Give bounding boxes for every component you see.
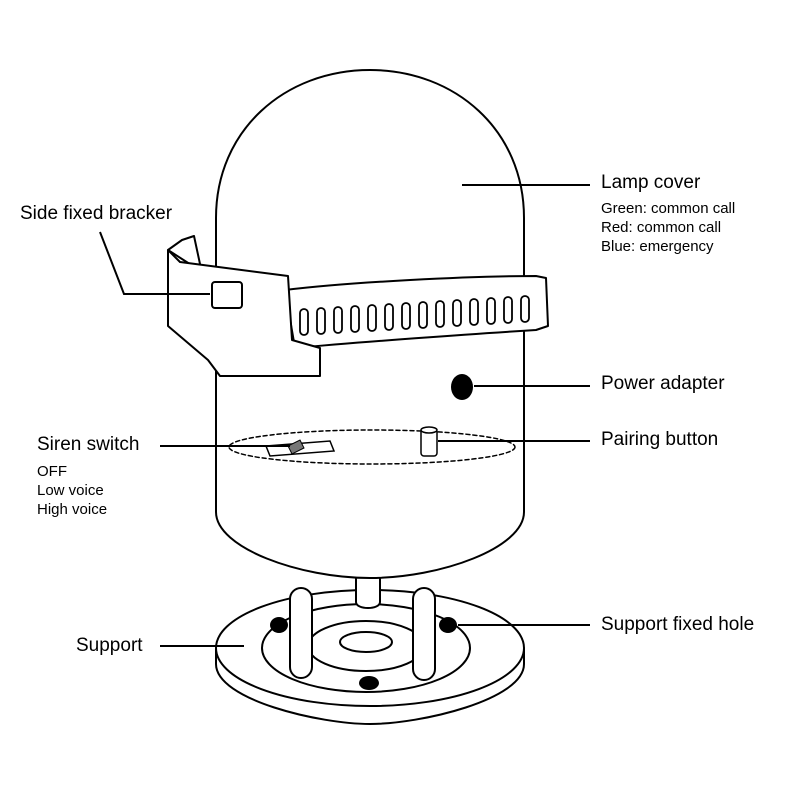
support-hole-right: [439, 617, 457, 633]
lamp-cover-label: Lamp cover: [601, 172, 701, 193]
siren-switch-label: Siren switch: [37, 434, 140, 455]
pairing-button-label: Pairing button: [601, 429, 719, 450]
support-hole-bottom: [359, 676, 379, 690]
lamp-cover-note: Green: common call: [601, 200, 736, 217]
siren-option: OFF: [37, 463, 67, 480]
switch-zone-ellipse: [228, 429, 516, 465]
support-hole-label: Support fixed hole: [601, 614, 755, 635]
leader-side-bracket: [99, 231, 210, 295]
siren-option: High voice: [37, 501, 108, 518]
side-bracket: [167, 235, 321, 377]
support-hole-left: [270, 617, 288, 633]
support-label: Support: [76, 635, 143, 656]
lamp-cover-dome: [215, 69, 525, 301]
siren-option: Low voice: [37, 482, 104, 499]
support-base: [215, 576, 525, 725]
pairing-button: [420, 426, 438, 457]
siren-switch: [264, 439, 336, 457]
power-adapter-label: Power adapter: [601, 373, 725, 394]
strap-slots: [299, 295, 530, 336]
power-adapter-port: [451, 374, 473, 400]
lamp-cover-note: Red: common call: [601, 219, 722, 236]
side-bracket-label: Side fixed bracker: [20, 203, 173, 224]
lamp-cover-note: Blue: emergency: [601, 238, 714, 255]
